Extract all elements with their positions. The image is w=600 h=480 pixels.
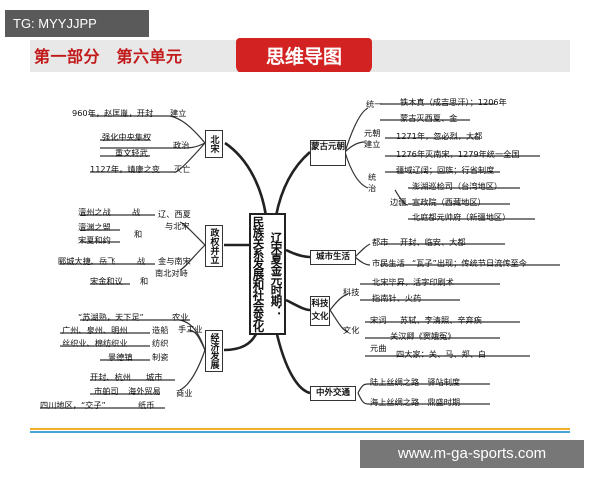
yuanqu-label: 元曲 bbox=[370, 343, 387, 353]
peace-label-1: 和 bbox=[134, 229, 143, 239]
dushi-label: 都市 bbox=[372, 237, 389, 247]
tongyi-label: 统一 bbox=[366, 99, 383, 109]
jin-nansong-label: 金与南宋 bbox=[158, 256, 191, 266]
center-topic-line-1: 辽宋夏金元时期： bbox=[269, 232, 284, 316]
mongol-conquest: 蒙古灭西夏、金 bbox=[400, 113, 458, 123]
mindmap-title-tab bbox=[236, 38, 372, 74]
chanzhou-battle-war-label: 战 bbox=[132, 207, 141, 217]
overseas-trade-label: 海外贸易 bbox=[128, 386, 161, 396]
tongzhi-label: 统治 bbox=[368, 172, 377, 193]
beisong-fall-label: 灭亡 bbox=[174, 164, 191, 174]
beisong-politics-label: 政治 bbox=[173, 140, 190, 150]
porcelain-label: 制瓷 bbox=[152, 352, 169, 362]
songci-poets: 苏轼、李清照、辛弃疾 bbox=[400, 315, 482, 325]
node-keji-wenhua: 科技文化 bbox=[310, 296, 330, 326]
temujin-1206: 铁木真（成吉思汗）；1206年 bbox=[400, 97, 507, 107]
beisong-founding-label: 建立 bbox=[170, 108, 187, 118]
node-menggu-yuanchao: 蒙古元朝 bbox=[310, 140, 346, 166]
unification-1279: 1276年灭南宋，1279年统一全国 bbox=[396, 149, 520, 159]
beisong-centralization: 强化中央集权 bbox=[102, 132, 152, 142]
kublai-1271: 1271年，忽必烈，大都 bbox=[396, 131, 483, 141]
watermark-bottom: www.m-ga-sports.com bbox=[360, 440, 584, 468]
four-masters: 四大家：关、马、郑、白 bbox=[396, 349, 487, 359]
commerce-label: 商业 bbox=[176, 388, 193, 398]
jingdezhen: 景德镇 bbox=[108, 352, 133, 362]
guan-hanqing: 关汉卿《窦娥冤》 bbox=[390, 331, 456, 341]
wazi-festivals: “瓦子”出现；传统节日流传至今 bbox=[412, 258, 527, 268]
xuanzheng-yuan: 宣政院（西藏地区） bbox=[412, 197, 486, 207]
beisong-fall: 1127年，靖康之变 bbox=[90, 164, 160, 174]
kaifeng-hangzhou: 开封、杭州 bbox=[90, 372, 131, 382]
yuan-founding-label: 元朝建立 bbox=[364, 128, 381, 149]
agriculture-label: 农业 bbox=[172, 312, 189, 322]
bianjiang-label: 边疆 bbox=[390, 197, 407, 207]
territory-provinces: 疆域辽阔；回族；行省制度 bbox=[396, 165, 495, 175]
mindmap-title: 思维导图 bbox=[265, 46, 342, 68]
maritime-silk-road: 海上丝绸之路 鼎盛时期 bbox=[370, 397, 461, 407]
with-beisong-label: 与北宋 bbox=[165, 221, 190, 231]
node-chengshi-shenghuo: 城市生活 bbox=[310, 250, 356, 265]
mind-map bbox=[30, 72, 570, 435]
watermark-top: TG: MYYJJPP bbox=[5, 10, 149, 37]
north-south-standoff-label: 南北对峙 bbox=[155, 268, 188, 278]
keji-label: 科技 bbox=[343, 287, 360, 297]
war-label-2: 战 bbox=[137, 256, 146, 266]
liao-xixia-label: 辽、西夏 bbox=[158, 209, 191, 219]
yancheng-victory: 郾城大捷、岳飞 bbox=[58, 256, 116, 266]
song-jin-peace: 宋金和议 bbox=[90, 276, 123, 286]
song-xia-treaty: 宋夏和约 bbox=[78, 235, 111, 245]
sichuan-jiaozi: 四川地区，“交子” bbox=[40, 400, 106, 410]
center-topic-box: 民族关系发展和社会变化 辽宋夏金元时期： bbox=[249, 213, 286, 335]
footer-rule-blue bbox=[30, 431, 570, 433]
shipbuilding-cities: 广州、泉州、明州 bbox=[62, 325, 128, 335]
beisong-civil-over-military: 重文轻武 bbox=[115, 148, 148, 158]
node-zhongwai-jiaotong: 中外交通 bbox=[310, 386, 356, 401]
footer-rule-orange bbox=[30, 428, 570, 430]
textile-label: 纺织 bbox=[152, 338, 169, 348]
shipbuilding-label: 造船 bbox=[152, 325, 169, 335]
section-title: 第一部分 第六单元 bbox=[34, 47, 183, 66]
node-jingji-fazhan: 经济发展 bbox=[205, 330, 223, 372]
land-silk-road: 陆上丝绸之路 驿站制度 bbox=[370, 377, 461, 387]
node-beisong: 北宋 bbox=[205, 130, 223, 158]
city-label: 城市 bbox=[146, 372, 163, 382]
node-zhengquan-bingli: 政权并立 bbox=[205, 225, 223, 267]
beisong-founding: 960年，赵匡胤，开封 bbox=[72, 108, 154, 118]
shimin-label: 市民生活 bbox=[372, 258, 405, 268]
capitals-list: 开封、临安、大都 bbox=[400, 237, 466, 247]
peace-label-2: 和 bbox=[140, 276, 149, 286]
chanyuan-treaty: 澶渊之盟 bbox=[78, 222, 111, 232]
compass-gunpowder: 指南针、火药 bbox=[372, 293, 422, 303]
penghu-inspection: 澎湖巡检司（台湾地区） bbox=[412, 181, 503, 191]
songci-label: 宋词 bbox=[370, 315, 387, 325]
shibosi: 市舶司 bbox=[94, 386, 119, 396]
bisheng-printing: 北宋毕昇，活字印刷术 bbox=[372, 277, 454, 287]
center-topic-line-2: 民族关系发展和社会变化 bbox=[251, 216, 266, 332]
beiting-marshal: 北庭都元帅府（新疆地区） bbox=[412, 212, 511, 222]
wenhua-label: 文化 bbox=[343, 325, 360, 335]
textile-industries: 丝织业、棉纺织业 bbox=[62, 338, 128, 348]
suhu-harvest: “苏湖熟，天下足” bbox=[78, 312, 144, 322]
chanzhou-battle: 澶州之战 bbox=[78, 207, 111, 217]
paper-money-label: 纸币 bbox=[138, 400, 155, 410]
handicraft-label: 手工业 bbox=[178, 324, 203, 334]
